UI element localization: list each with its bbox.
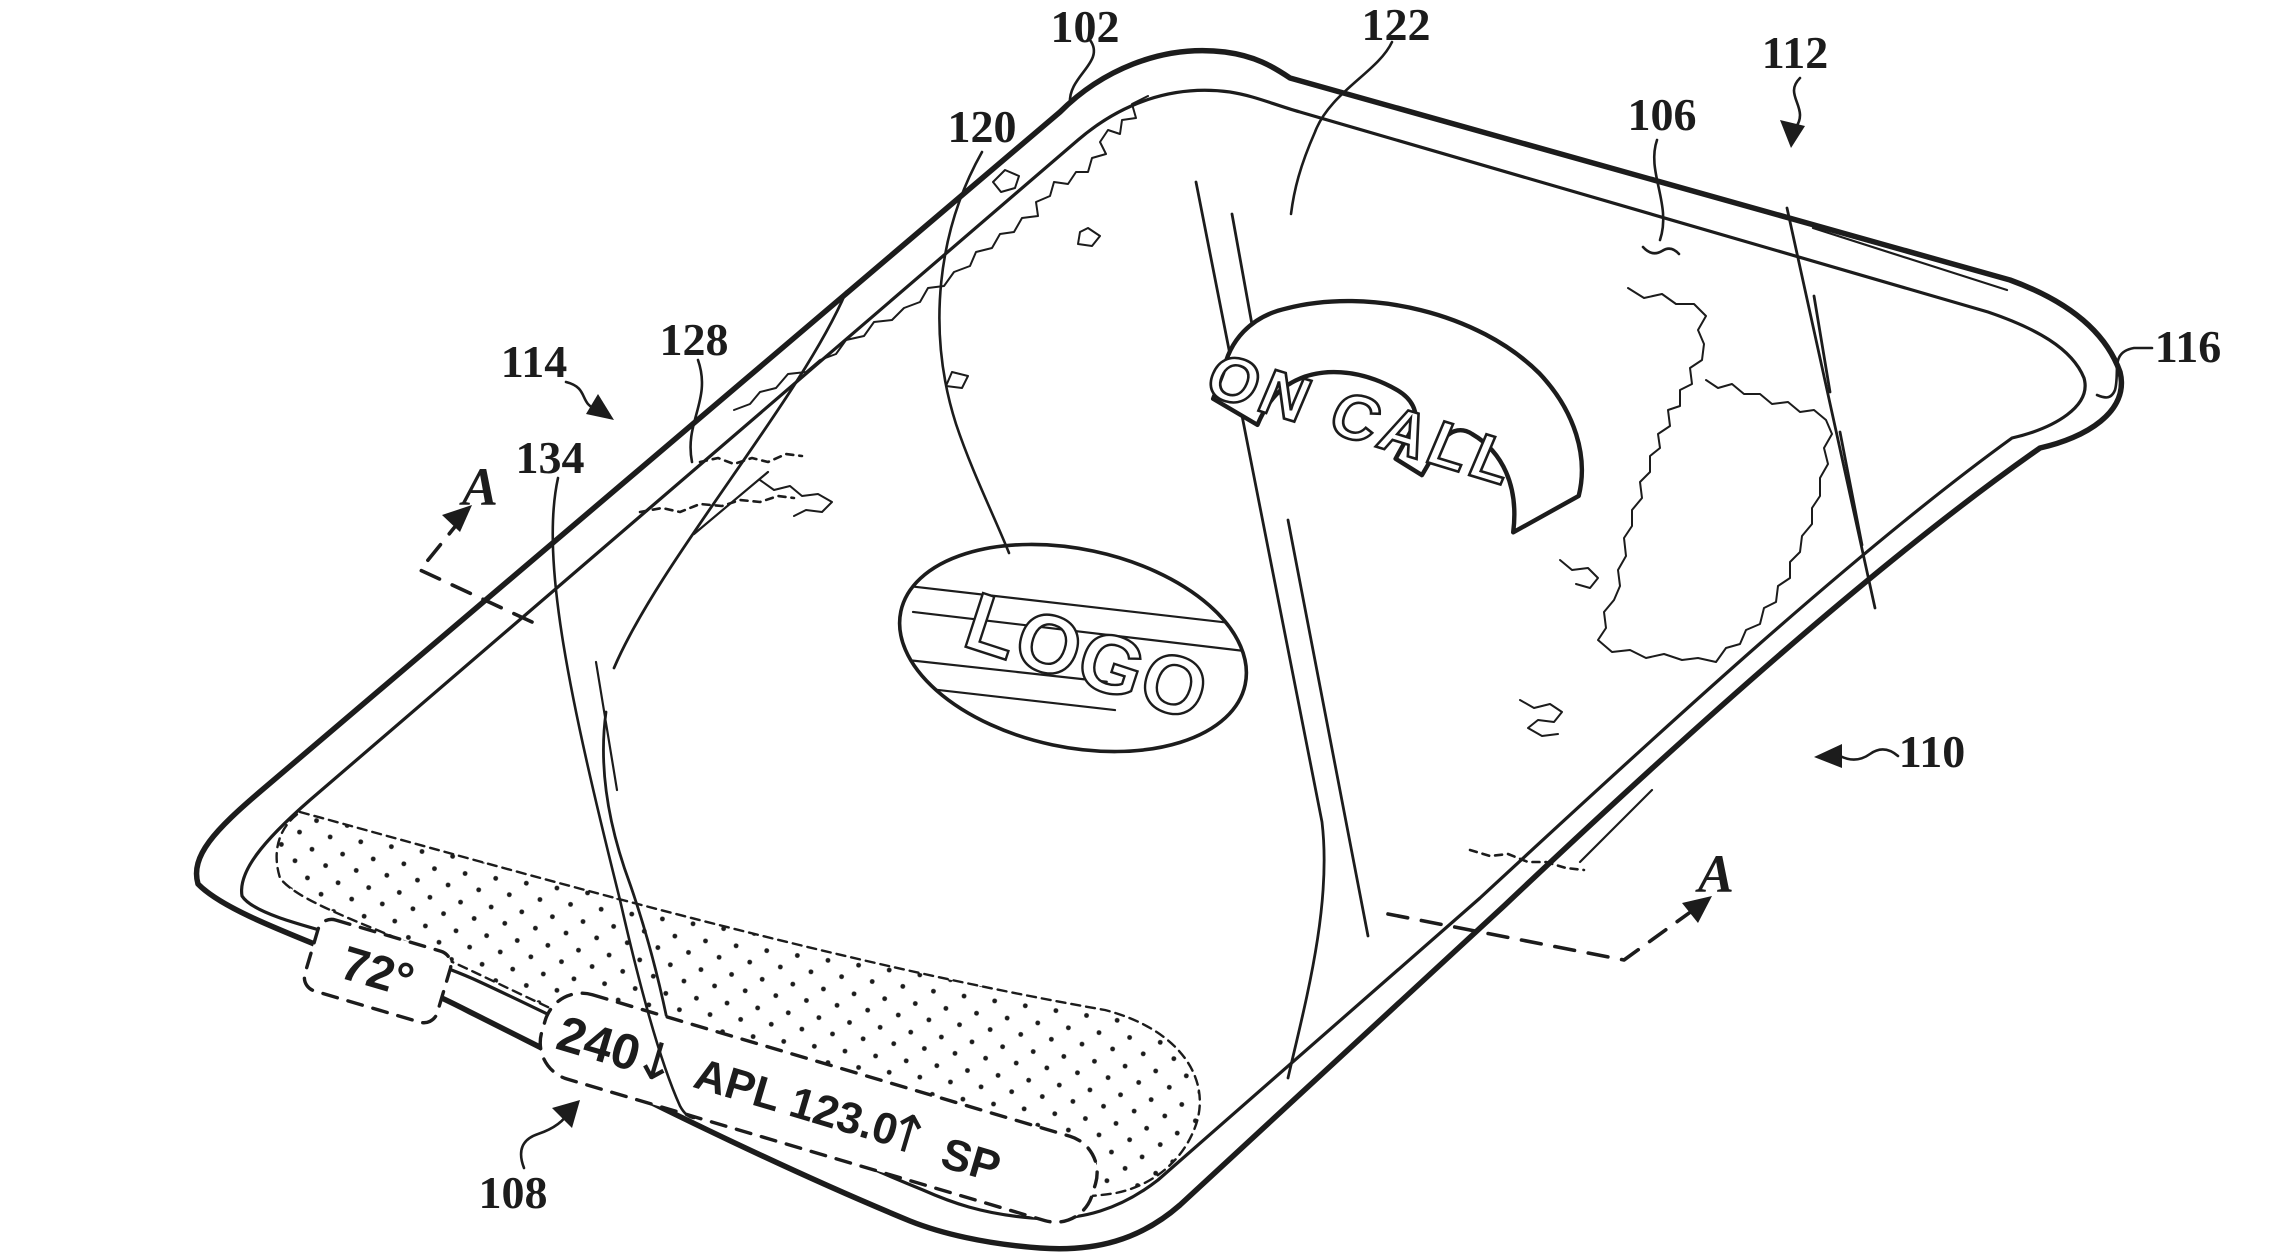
top-right-edge-accent bbox=[1811, 226, 2009, 292]
map-etching-left bbox=[638, 95, 1149, 517]
leader-122 bbox=[1289, 40, 1394, 216]
right-terrain-scribble-a bbox=[1519, 699, 1563, 737]
left-coast-islands bbox=[945, 169, 1101, 389]
leader-arrowhead-112 bbox=[1780, 120, 1805, 148]
temperature-box-group: 72° bbox=[302, 917, 453, 1025]
leader-134 bbox=[551, 476, 696, 1120]
reference-numerals: 102 122 112 106 120 114 128 134 116 110 … bbox=[479, 0, 2222, 1218]
section-dash-left bbox=[418, 516, 534, 624]
ref-label-114: 114 bbox=[501, 336, 567, 387]
logo-stripe-upper bbox=[903, 584, 1261, 654]
leader-arrowhead-114 bbox=[586, 394, 614, 420]
ref-label-108: 108 bbox=[479, 1167, 548, 1218]
ref-label-128: 128 bbox=[660, 314, 729, 365]
section-marker-right: A bbox=[1695, 844, 1734, 904]
ref-label-102: 102 bbox=[1051, 1, 1120, 52]
leader-102 bbox=[1068, 38, 1096, 105]
phone-handset-group bbox=[1210, 298, 1584, 535]
ref-label-106: 106 bbox=[1628, 89, 1697, 140]
leader-128 bbox=[689, 358, 704, 464]
map-etching-right bbox=[1468, 287, 1833, 872]
logo-badge: LOGO bbox=[886, 542, 1261, 754]
ref-label-120: 120 bbox=[948, 101, 1017, 152]
leader-arrowhead-108 bbox=[552, 1100, 580, 1128]
right-split-line-b-lower bbox=[1838, 430, 1864, 547]
left-coastline bbox=[733, 95, 1149, 411]
left-split-accent bbox=[594, 660, 619, 792]
readout-box bbox=[538, 991, 1099, 1224]
leader-106-hook bbox=[1641, 245, 1681, 256]
ref-label-134: 134 bbox=[516, 432, 585, 483]
section-dash-right bbox=[1386, 906, 1698, 962]
right-coastline bbox=[1597, 287, 1833, 663]
middle-split-line-b-lower bbox=[1286, 518, 1370, 938]
left-terrain-dashes-b bbox=[698, 452, 804, 466]
section-line-right: A bbox=[1386, 844, 1734, 962]
leader-lines bbox=[519, 38, 2154, 1170]
section-line-left: A bbox=[418, 457, 534, 624]
left-terrain-scribble bbox=[759, 479, 833, 517]
temperature-box bbox=[302, 917, 453, 1025]
leader-108 bbox=[519, 1108, 572, 1170]
right-terrain-scribble-b bbox=[1559, 559, 1599, 589]
right-split-line-b-upper bbox=[1812, 294, 1832, 394]
leader-arrowhead-110 bbox=[1814, 744, 1842, 768]
section-marker-left: A bbox=[459, 457, 498, 517]
section-arrowhead-right bbox=[1682, 896, 1712, 923]
ref-label-116: 116 bbox=[2155, 321, 2221, 372]
ref-label-110: 110 bbox=[1899, 726, 1965, 777]
left-split-line-upper bbox=[612, 290, 848, 670]
left-terrain-dashes-a bbox=[638, 494, 796, 514]
ref-label-122: 122 bbox=[1362, 0, 1431, 50]
right-terrain-dashes bbox=[1468, 848, 1586, 872]
leader-106 bbox=[1652, 138, 1665, 242]
bottom-right-edge-accent bbox=[1578, 788, 1654, 864]
leader-116 bbox=[2095, 346, 2154, 399]
section-arrowhead-left bbox=[442, 505, 472, 532]
logo-oval bbox=[897, 542, 1249, 754]
middle-split-line-a bbox=[1194, 180, 1326, 1080]
leader-112 bbox=[1792, 76, 1802, 132]
leader-110 bbox=[1830, 748, 1900, 761]
leader-120 bbox=[938, 150, 1011, 555]
ref-label-112: 112 bbox=[1762, 27, 1828, 78]
surface-split-lines bbox=[594, 180, 2009, 1116]
left-split-line-lower bbox=[602, 710, 692, 1116]
phone-handset-icon bbox=[1210, 298, 1584, 535]
